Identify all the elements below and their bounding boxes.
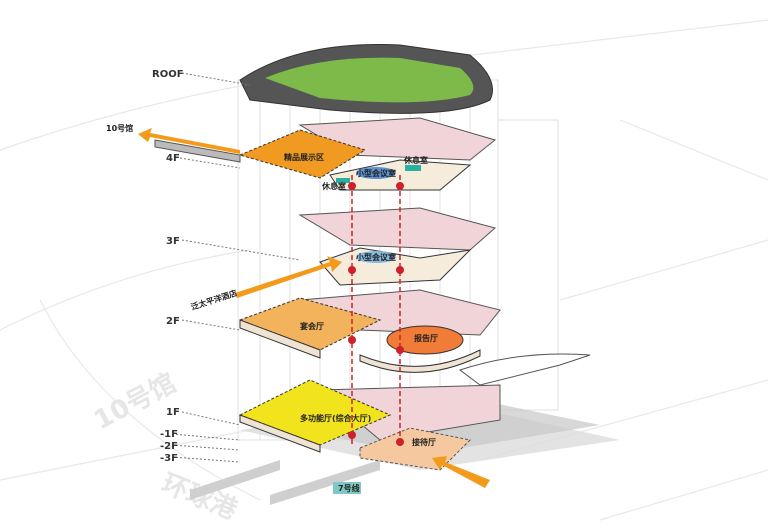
room-lounge-a-label: 休息室 bbox=[403, 155, 428, 165]
metro-line7-block bbox=[333, 482, 361, 494]
label-b2: -2F bbox=[160, 441, 178, 452]
roof-level bbox=[239, 43, 493, 114]
room-lounge-b-label: 休息室 bbox=[321, 181, 346, 191]
label-hall10: 10号馆 bbox=[106, 123, 133, 133]
label-1f: 1F bbox=[166, 407, 180, 418]
room-lecture-label: 报告厅 bbox=[414, 333, 438, 343]
floor-3f bbox=[298, 207, 497, 286]
room-multi-hall-label: 多功能厅(综合大厅) bbox=[300, 413, 371, 423]
circulation-nodes bbox=[348, 182, 404, 446]
room-meeting-3f-label: 小型会议室 bbox=[355, 252, 396, 262]
vertical-circulation bbox=[351, 175, 401, 445]
label-2f: 2F bbox=[166, 316, 180, 327]
floor-4f: 精品展示区 休息室 休息室 bbox=[154, 117, 497, 191]
label-b1: -1F bbox=[160, 429, 178, 440]
leader-lines bbox=[171, 72, 301, 463]
outdoor-ramp bbox=[458, 353, 591, 386]
label-b3: -3F bbox=[160, 453, 178, 464]
arrow-from-street bbox=[432, 456, 490, 488]
room-banquet-label: 宴会厅 bbox=[300, 321, 324, 331]
room-reception-label: 接待厅 bbox=[412, 437, 436, 447]
label-metro7: 7号线 bbox=[338, 483, 360, 493]
label-hotel: 泛太平洋酒店 bbox=[190, 288, 239, 312]
floor-2f: 宴会厅 报告厅 bbox=[238, 289, 501, 373]
room-exhibition-label: 精品展示区 bbox=[284, 152, 324, 162]
arrow-to-hall10 bbox=[138, 128, 240, 154]
access-arrows bbox=[138, 128, 490, 488]
room-meeting-4f-label: 小型会议室 bbox=[355, 168, 396, 178]
label-4f: 4F bbox=[166, 153, 180, 164]
label-3f: 3F bbox=[166, 236, 180, 247]
arrow-from-hotel bbox=[235, 256, 342, 298]
label-roof: ROOF bbox=[152, 69, 184, 80]
ghost-label-hall10: 10号馆 bbox=[89, 367, 181, 436]
